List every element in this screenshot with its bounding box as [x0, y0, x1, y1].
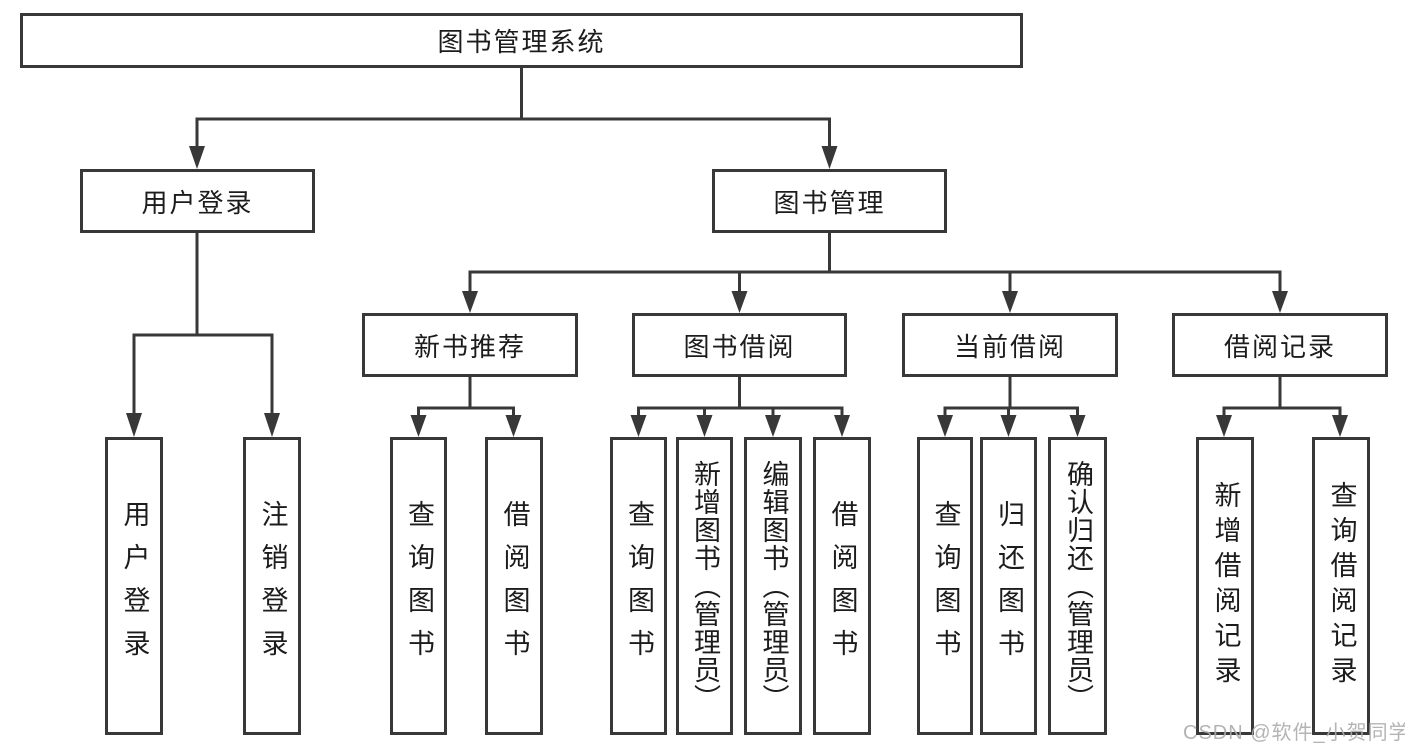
- leaf-user-login: 用户登录: [105, 437, 163, 735]
- leaf-query-borrow-record: 查询借阅记录: [1312, 437, 1370, 735]
- leaf-return-books: 归还图书: [980, 437, 1037, 735]
- leaf-add-borrow-record: 新增借阅记录: [1196, 437, 1254, 735]
- node-book-borrowing: 图书借阅: [632, 313, 847, 377]
- leaf-query-books-current: 查询图书: [917, 437, 973, 735]
- watermark: CSDN @软件_小贺同学: [1183, 722, 1405, 744]
- leaf-add-book-admin: 新增图书（管理员）: [676, 437, 733, 735]
- leaf-edit-book-admin: 编辑图书（管理员）: [744, 437, 802, 735]
- leaf-confirm-return-admin: 确认归还（管理员）: [1048, 437, 1107, 735]
- node-library-system: 图书管理系统: [20, 13, 1023, 68]
- leaf-logout: 注销登录: [243, 437, 301, 735]
- node-new-book-recommend: 新书推荐: [362, 313, 578, 377]
- node-current-borrowing: 当前借阅: [902, 313, 1118, 377]
- leaf-query-books-recommend: 查询图书: [390, 437, 447, 735]
- node-borrowing-records: 借阅记录: [1172, 313, 1388, 377]
- node-user-login: 用户登录: [80, 169, 315, 233]
- leaf-borrow-books-recommend: 借阅图书: [485, 437, 543, 735]
- node-book-management: 图书管理: [712, 169, 947, 233]
- leaf-borrow-books-borrowing: 借阅图书: [813, 437, 871, 735]
- leaf-query-books-borrowing: 查询图书: [610, 437, 667, 735]
